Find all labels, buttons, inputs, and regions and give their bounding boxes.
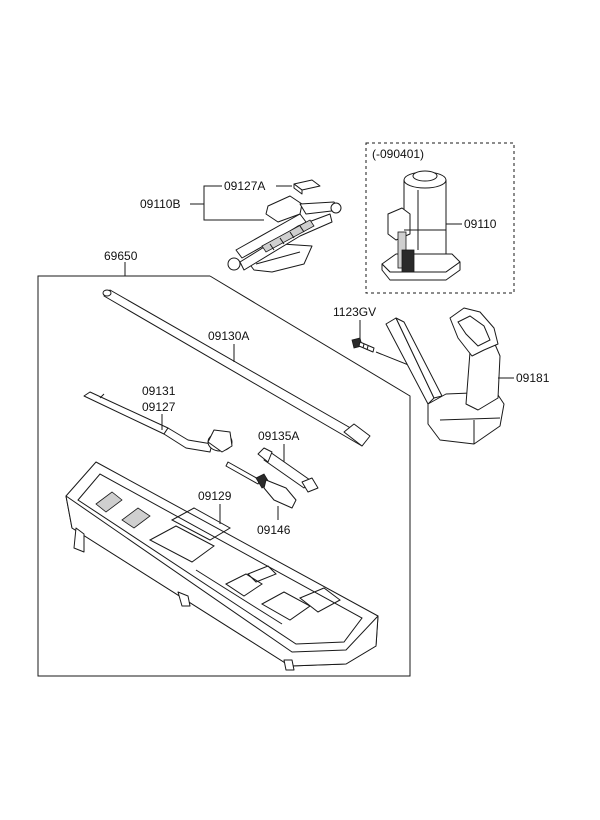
label-69650[interactable]: 69650 <box>104 249 138 263</box>
label-1123GV[interactable]: 1123GV <box>333 305 376 319</box>
label-09130A[interactable]: 09130A <box>208 329 249 343</box>
label-09181[interactable]: 09181 <box>516 371 550 385</box>
label-09127[interactable]: 09127 <box>142 400 176 414</box>
label-09146[interactable]: 09146 <box>257 523 291 537</box>
label-09110[interactable]: 09110 <box>464 217 497 231</box>
bottle-jack-drawing[interactable] <box>381 170 461 281</box>
lug-wrench-drawing[interactable] <box>83 391 233 453</box>
label-09127A[interactable]: 09127A <box>224 179 265 193</box>
label-09110B[interactable]: 09110B <box>140 197 180 211</box>
kit-outline <box>37 275 411 677</box>
label-variant[interactable]: (-090401) <box>372 147 424 161</box>
scissor-jack-drawing[interactable] <box>227 195 342 273</box>
extension-bar-drawing[interactable] <box>102 289 371 447</box>
spanner-drawing[interactable] <box>257 447 319 493</box>
bolt-drawing[interactable] <box>351 337 375 353</box>
tool-tray-drawing[interactable] <box>65 461 379 671</box>
leader-bracket-09110B <box>203 185 264 221</box>
jack-bracket-drawing[interactable] <box>385 307 505 445</box>
label-09135A[interactable]: 09135A <box>258 429 299 443</box>
variant-box <box>365 142 515 294</box>
jack-handle-part-drawing[interactable] <box>293 179 321 195</box>
screwdriver-drawing[interactable] <box>225 461 297 509</box>
label-09129[interactable]: 09129 <box>198 489 232 503</box>
label-09131[interactable]: 09131 <box>142 384 176 398</box>
